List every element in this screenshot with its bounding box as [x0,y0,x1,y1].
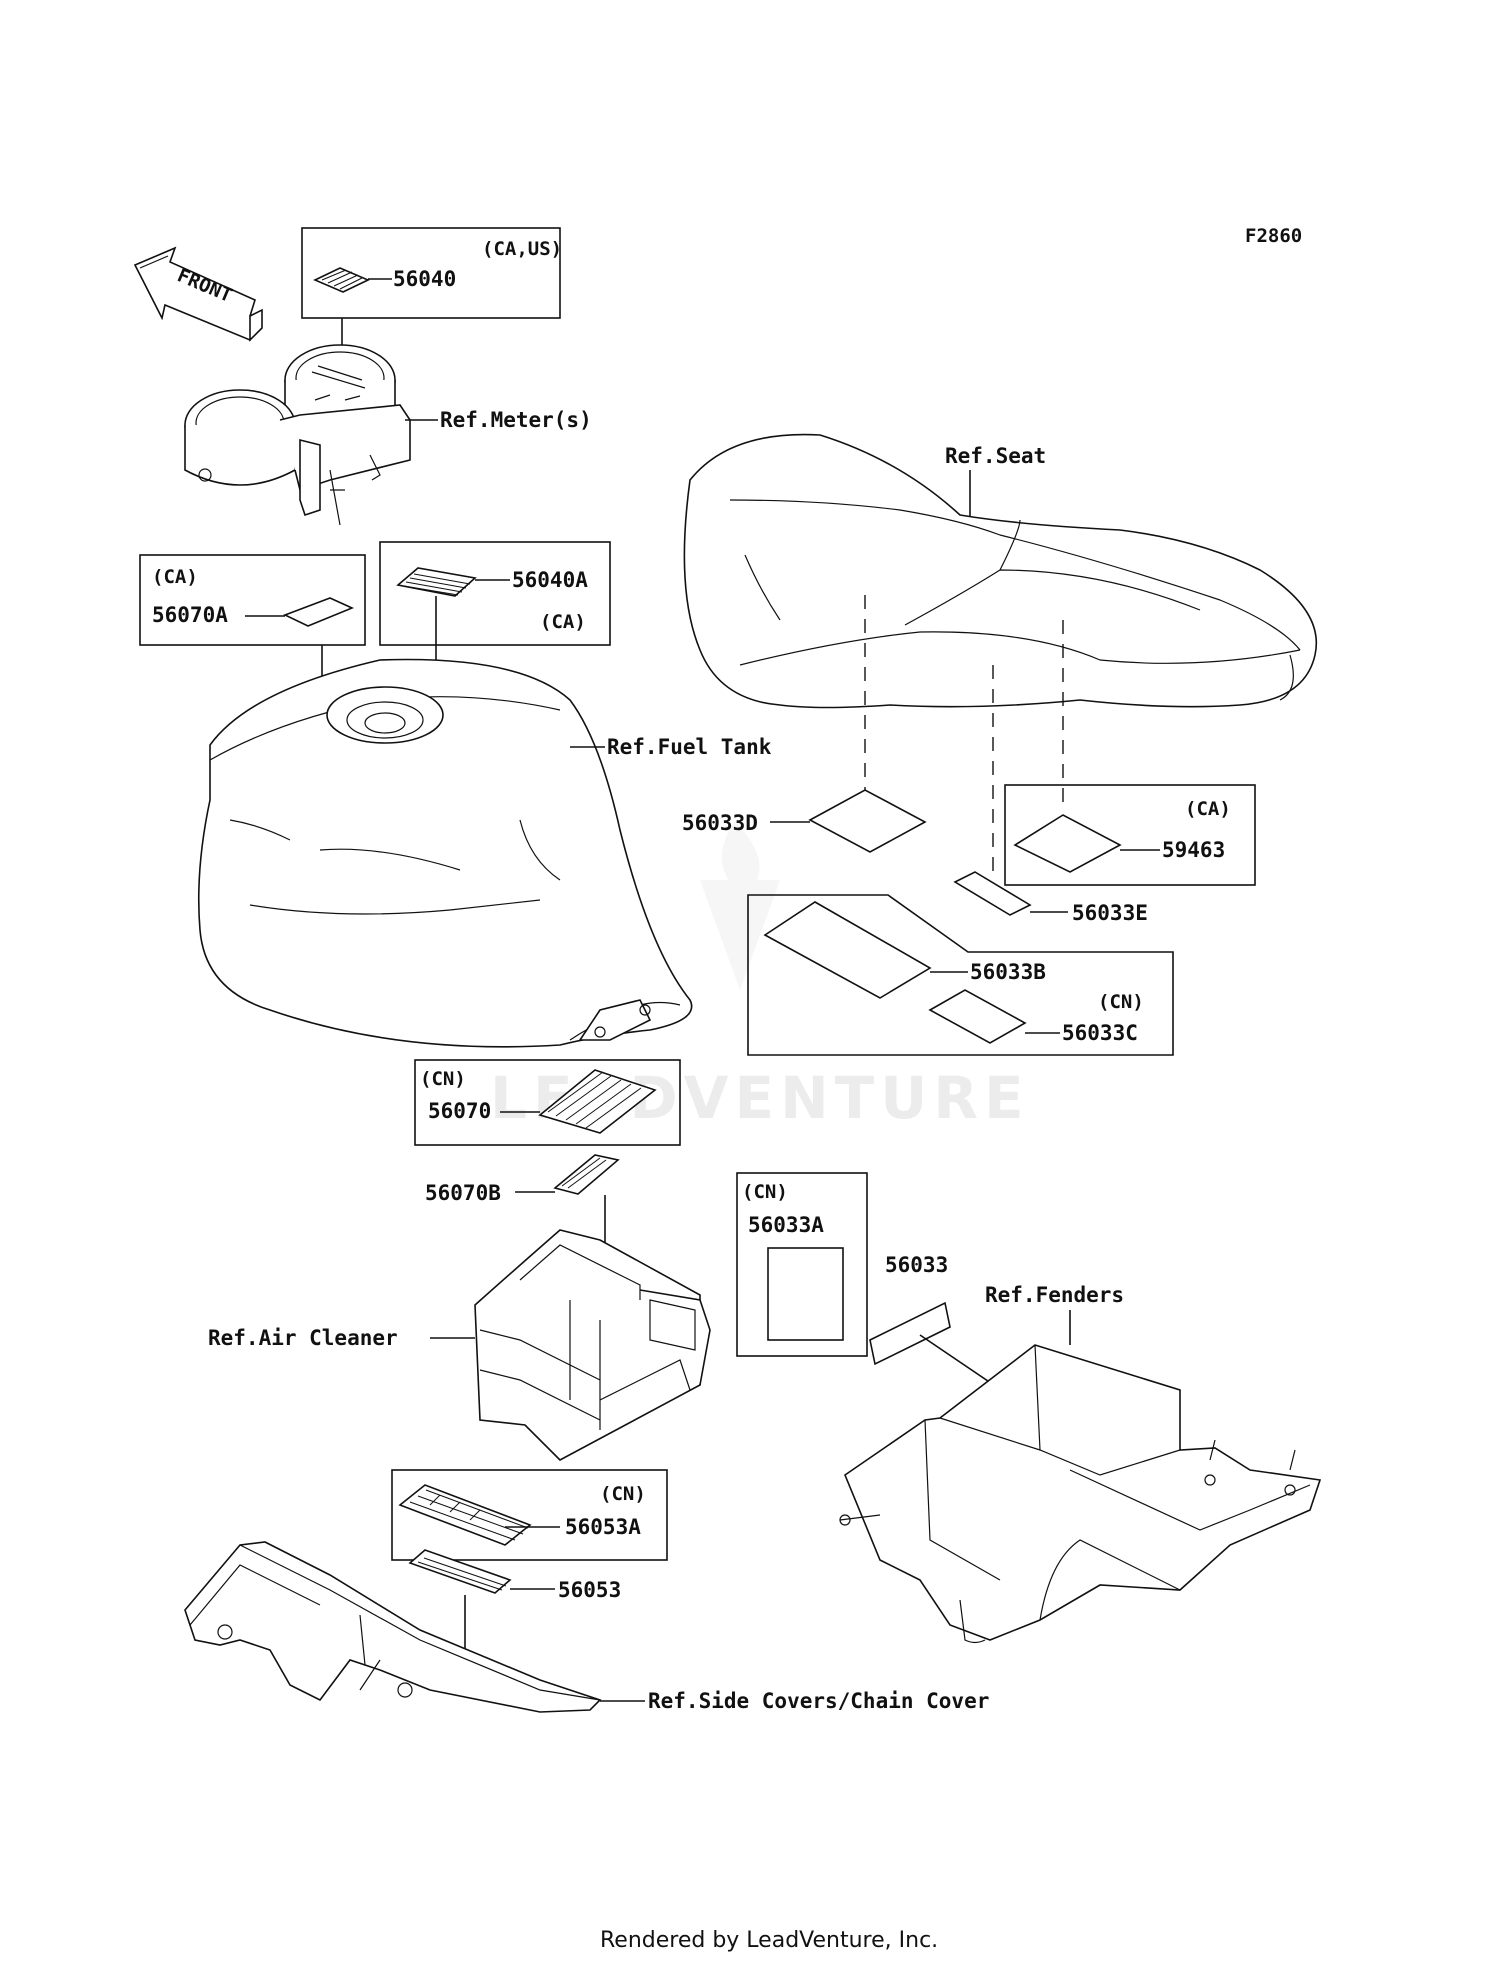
region-ca-56070a: (CA) [152,566,198,588]
region-cn-56053a: (CN) [600,1483,646,1505]
label-56033e [953,871,1032,916]
front-arrow-icon: FRONT [133,246,263,342]
region-cn-56070: (CN) [420,1068,466,1090]
callout-56040a: 56040A [512,568,588,592]
region-ca-59463: (CA) [1185,798,1231,820]
label-56033d [808,789,927,853]
fuel-tank [197,658,693,1048]
callout-56033c: 56033C [1062,1021,1138,1045]
ref-seat: Ref.Seat [945,444,1046,468]
callout-59463: 59463 [1162,838,1225,862]
footer-credit: Rendered by LeadVenture, Inc. [600,1928,938,1953]
region-cn-56033c: (CN) [1098,991,1144,1013]
ref-fuel-tank: Ref.Fuel Tank [607,735,772,759]
fenders [839,1344,1322,1644]
box-59463 [1004,784,1256,886]
callout-56070: 56070 [428,1099,491,1123]
label-56070a [282,597,355,627]
label-56053a [398,1484,532,1546]
callout-56033d: 56033D [682,811,758,835]
label-56033a [767,1247,844,1341]
label-56033c [928,989,1027,1044]
box-56070a [139,554,366,646]
label-59463 [1013,814,1122,873]
chain-cover [184,1541,602,1713]
box-56033b-56033c [747,894,1174,1056]
meter-assembly [184,344,411,526]
callout-56033b: 56033B [970,960,1046,984]
meter-label-box [301,227,561,319]
callout-56033a: 56033A [748,1213,824,1237]
label-56040 [313,267,370,293]
figure-code: F2860 [1245,225,1302,247]
callout-56033: 56033 [885,1253,948,1277]
callout-56070b: 56070B [425,1181,501,1205]
callout-56053: 56053 [558,1578,621,1602]
label-56070b [553,1154,620,1195]
seat [683,433,1317,709]
ref-side-covers: Ref.Side Covers/Chain Cover [648,1689,989,1713]
label-56033b [763,901,932,999]
label-56040a [396,567,477,597]
label-56033 [869,1301,951,1366]
ref-air-cleaner: Ref.Air Cleaner [208,1326,398,1350]
box-56040a [379,541,611,646]
ref-meter: Ref.Meter(s) [440,408,592,432]
callout-56070a: 56070A [152,603,228,627]
callout-56053a: 56053A [565,1515,641,1539]
box-56053a [391,1469,668,1561]
region-ca-us: (CA,US) [482,238,562,260]
air-cleaner [474,1229,711,1461]
region-cn-56033a: (CN) [742,1181,788,1203]
label-56070 [538,1069,657,1134]
box-56033a [736,1172,868,1357]
box-56070 [414,1059,681,1146]
callout-56040: 56040 [393,267,456,291]
ref-fenders: Ref.Fenders [985,1283,1124,1307]
region-ca-56040a: (CA) [540,611,586,633]
label-56053 [408,1549,512,1594]
watermark-logo [700,820,780,990]
callout-56033e: 56033E [1072,901,1148,925]
